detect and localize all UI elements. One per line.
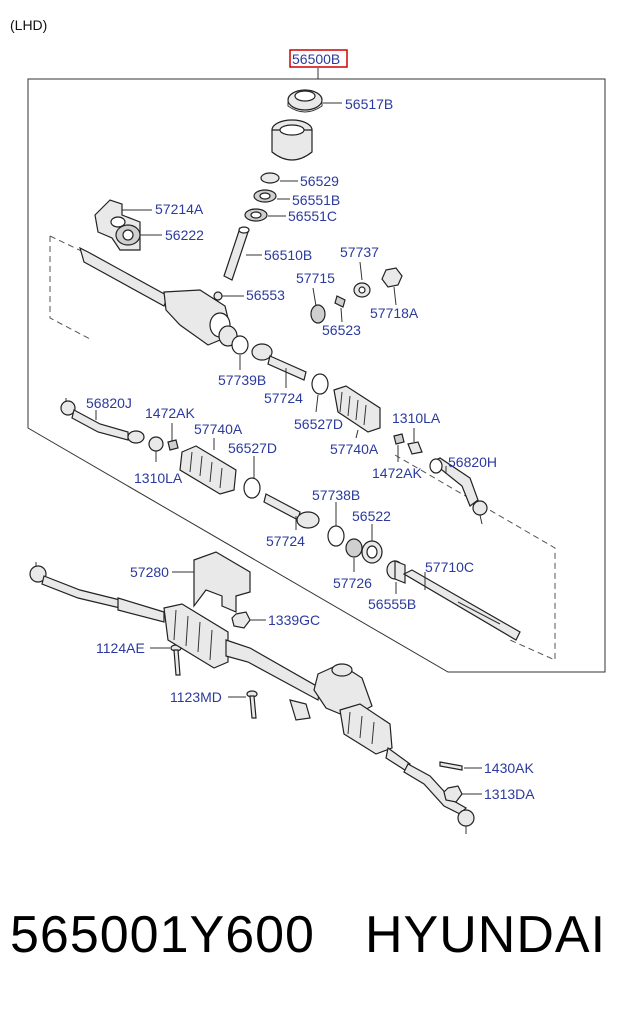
label-57280[interactable]: 57280: [130, 564, 169, 580]
cover-57280-part: [193, 551, 251, 613]
leader-57718a: [393, 286, 397, 306]
spring-57737-part: [353, 282, 371, 298]
rack-bar-57710c-part: [402, 569, 521, 641]
seal-56551b-part: [253, 189, 277, 203]
footer-brand: HYUNDAI: [365, 906, 607, 964]
footer-part-number: 565001Y600: [10, 906, 315, 964]
label-57738b[interactable]: 57738B: [312, 487, 360, 503]
tie-rod-end-56820h-part: [429, 457, 488, 525]
bush-56555b-part: [386, 560, 406, 584]
boot-57740a-left-part: [179, 445, 237, 495]
label-56527d-right[interactable]: 56527D: [294, 416, 343, 432]
label-56222[interactable]: 56222: [165, 227, 204, 243]
tie-rod-end-56820j-part: [60, 398, 145, 444]
bolt-1124ae-part: [170, 644, 182, 676]
label-57739b[interactable]: 57739B: [218, 372, 266, 388]
nut-1310la-right-part: [407, 441, 423, 455]
nut-1313da-part: [443, 785, 463, 803]
label-1310la-right[interactable]: 1310LA: [392, 410, 441, 426]
pin-1430ak-part: [439, 761, 463, 771]
label-57737[interactable]: 57737: [340, 244, 379, 260]
label-57740a-right[interactable]: 57740A: [330, 441, 379, 457]
label-56529[interactable]: 56529: [300, 173, 339, 189]
nut-1339gc-part: [231, 611, 251, 629]
yoke-57715-part: [310, 304, 326, 324]
label-56522[interactable]: 56522: [352, 508, 391, 524]
label-1123md[interactable]: 1123MD: [170, 689, 222, 705]
ring-57739b-part: [231, 335, 249, 355]
label-57214a[interactable]: 57214A: [155, 201, 204, 217]
label-57724-upper[interactable]: 57724: [264, 390, 303, 406]
plug-56553-part: [213, 291, 223, 301]
rack-housing-upper-part: [79, 246, 238, 347]
inner-ball-joint-upper-part: [251, 343, 307, 381]
nut-57718a-part: [381, 267, 403, 288]
label-56555b[interactable]: 56555B: [368, 596, 416, 612]
bush-56522-part: [361, 540, 383, 564]
leader-57737: [359, 261, 363, 281]
label-56551b[interactable]: 56551B: [292, 192, 340, 208]
clip-56527d-right-part: [311, 373, 329, 395]
leader-56523: [340, 307, 343, 323]
subassembly-dashed-outline: [49, 235, 556, 661]
main-part-highlight[interactable]: [289, 49, 348, 68]
label-57724-lower[interactable]: 57724: [266, 533, 305, 549]
part-footer: 565001Y600 HYUNDAI: [10, 905, 610, 975]
leader-56527d-right: [315, 394, 319, 413]
label-56527d-left[interactable]: 56527D: [228, 440, 277, 456]
label-57718a[interactable]: 57718A: [370, 305, 419, 321]
label-57726[interactable]: 57726: [333, 575, 372, 591]
lhd-note: (LHD): [10, 17, 47, 33]
seal-56551c-part: [244, 208, 268, 222]
label-56510b[interactable]: 56510B: [264, 247, 312, 263]
main-part-code[interactable]: 56500B: [292, 51, 340, 67]
steering-rack-assembly-part: [29, 562, 475, 834]
label-57715[interactable]: 57715: [296, 270, 335, 286]
ring-57738b-part: [327, 525, 345, 547]
label-1339gc[interactable]: 1339GC: [268, 612, 320, 628]
leader-57715: [312, 287, 317, 307]
bolt-1123md-part: [246, 690, 258, 719]
inner-ball-joint-lower-part: [263, 493, 320, 529]
label-56517b[interactable]: 56517B: [345, 96, 393, 112]
label-1472ak-right[interactable]: 1472AK: [372, 465, 422, 481]
seal-57726-part: [345, 538, 363, 558]
label-56820j[interactable]: 56820J: [86, 395, 132, 411]
pin-1472ak-right-part: [393, 433, 405, 445]
label-57710c[interactable]: 57710C: [425, 559, 474, 575]
clip-56527d-left-part: [243, 477, 261, 499]
valve-housing-part: [271, 119, 313, 161]
label-56820h[interactable]: 56820H: [448, 454, 497, 470]
label-1124ae[interactable]: 1124AE: [96, 640, 145, 656]
boot-57740a-right-part: [333, 385, 381, 433]
label-56523[interactable]: 56523: [322, 322, 361, 338]
label-56553[interactable]: 56553: [246, 287, 285, 303]
assembly-outline: [27, 68, 606, 673]
cap-56517b-part: [287, 89, 323, 113]
nut-1310la-left-part: [148, 436, 164, 452]
leader-57740a-right: [355, 429, 359, 439]
label-56551c[interactable]: 56551C: [288, 208, 337, 224]
label-1313da[interactable]: 1313DA: [484, 786, 535, 802]
bush-56222-part: [115, 224, 141, 246]
ring-56529-part: [260, 172, 280, 184]
label-1430ak[interactable]: 1430AK: [484, 760, 534, 776]
label-1310la-left[interactable]: 1310LA: [134, 470, 183, 486]
pinion-shaft-56510b-part: [223, 226, 250, 281]
label-1472ak-left[interactable]: 1472AK: [145, 405, 195, 421]
label-57740a-left[interactable]: 57740A: [194, 421, 243, 437]
pin-1472ak-left-part: [167, 439, 179, 451]
spring-56523-part: [334, 295, 346, 308]
